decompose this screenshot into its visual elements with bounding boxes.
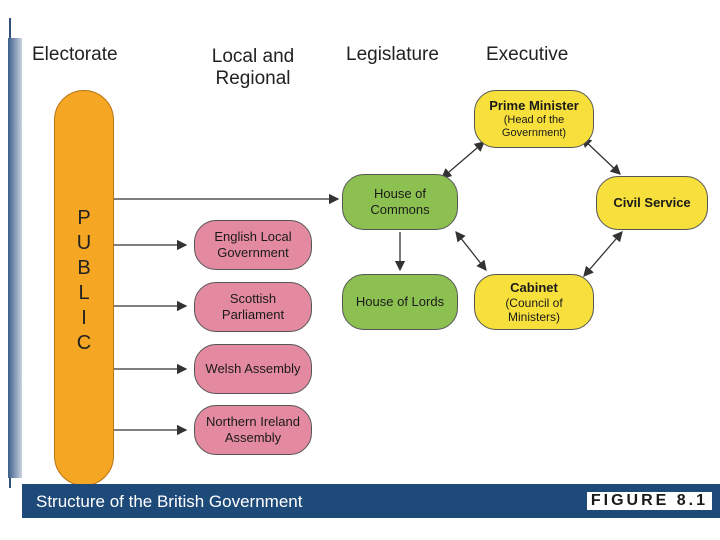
node-scottish-parliament: Scottish Parliament [194,282,312,332]
public-letters: P U B L I C [54,206,114,356]
arrow-commons-pm [441,141,485,179]
node-northern-ireland-assembly: Northern Ireland Assembly [194,405,312,455]
figure-number: FIGURE 8.1 [586,492,712,510]
slide-left-shadow [8,38,22,478]
node-label: English Local Government [214,229,292,260]
node-civil-service: Civil Service [596,176,708,230]
node-label: House of Lords [355,294,445,309]
header-electorate: Electorate [32,44,118,65]
node-label: Scottish Parliament [221,291,285,322]
node-label: Civil Service [613,195,691,210]
node-prime-minister: Prime Minister (Head of the Government) [474,90,594,148]
node-cabinet: Cabinet (Council of Ministers) [474,274,594,330]
node-welsh-assembly: Welsh Assembly [194,344,312,394]
header-legislature: Legislature [346,44,439,65]
arrow-pm-civilservice [581,137,621,175]
public-letter: U [76,232,92,254]
node-english-local-government: English Local Government [194,220,312,270]
arrow-commons-cabinet [455,230,487,272]
node-label: Northern Ireland Assembly [206,414,300,445]
header-local-regional: Local and Regional [211,46,295,89]
header-executive: Executive [486,44,569,65]
public-letter: L [78,282,90,304]
public-letter: C [76,332,92,354]
node-label: Welsh Assembly [205,361,301,376]
node-subtitle: (Council of Ministers) [505,296,563,324]
node-title: Cabinet [510,280,558,295]
figure-caption: Structure of the British Government [36,492,303,511]
node-label: House of Commons [370,186,430,217]
node-house-of-commons: House of Commons [342,174,458,230]
public-letter: I [81,307,87,329]
public-letter: P [77,207,91,229]
node-title: Prime Minister [489,98,579,113]
node-house-of-lords: House of Lords [342,274,458,330]
node-subtitle: (Head of the Government) [501,114,567,139]
public-letter: B [77,257,91,279]
arrow-civilservice-cabinet [583,231,623,277]
